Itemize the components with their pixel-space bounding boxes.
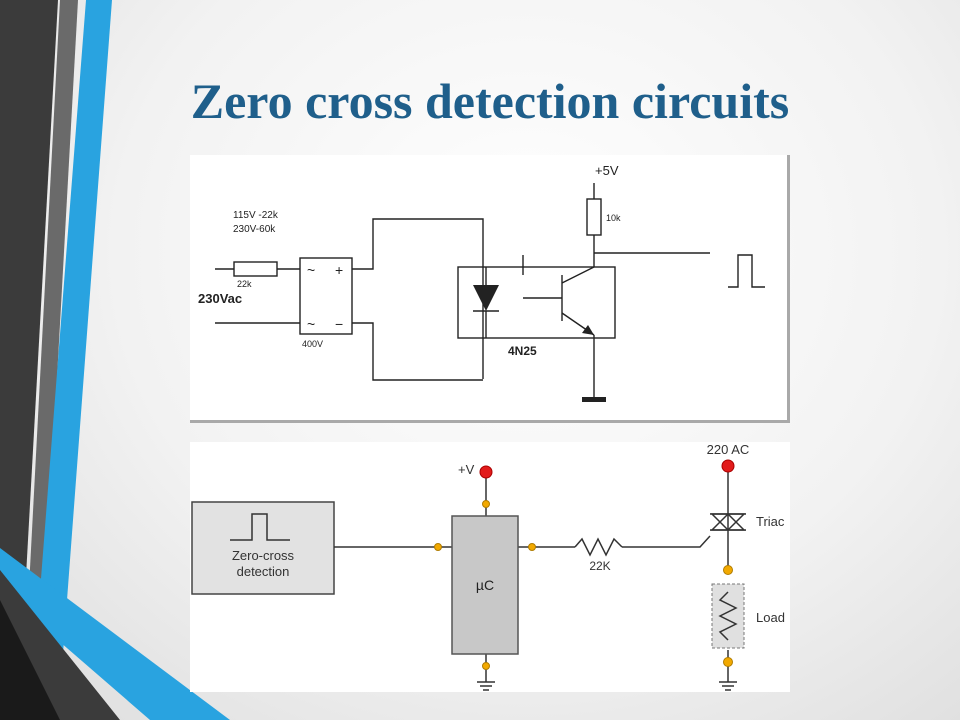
ac-supply-node [721, 459, 735, 473]
zero-cross-block [191, 501, 335, 595]
supply-label: +5V [595, 163, 619, 178]
load-block [711, 583, 745, 649]
load-label: Load [756, 610, 785, 625]
triac-circuit-panel: Zero-cross detection [190, 442, 790, 692]
bridge-plus-label: + [335, 262, 343, 278]
connection-node [528, 543, 536, 551]
connection-node [723, 565, 733, 575]
pullup-resistor-label: 10k [606, 213, 621, 223]
led-icon [473, 285, 499, 311]
bridge-rating-label: 400V [302, 339, 323, 349]
connection-node [723, 657, 733, 667]
optocoupler-circuit-diagram: +5V 10k 115V -22k 230V-60k 22k 230Vac ~ … [198, 163, 765, 402]
connection-node [482, 662, 490, 670]
triac-circuit-diagram: Zero-cross detection [191, 442, 785, 691]
slide-title: Zero cross detection circuits [190, 73, 790, 129]
connection-node [434, 543, 442, 551]
ground-icon [582, 397, 606, 402]
bridge-ac-symbol-bottom: ~ [307, 316, 315, 332]
optocoupler-label: 4N25 [508, 344, 537, 358]
resistor-note-line1: 115V -22k [233, 210, 279, 221]
ground-icon [719, 681, 737, 691]
microcontroller-label: µC [476, 577, 494, 593]
resistor-label: 22K [589, 559, 610, 573]
input-resistor-label: 22k [237, 279, 252, 289]
ground-icon [477, 681, 495, 691]
triac-label: Triac [756, 514, 785, 529]
zero-cross-label-line2: detection [237, 564, 290, 579]
bridge-ac-symbol-top: ~ [307, 262, 315, 278]
ac-supply-label: 220 AC [707, 442, 750, 457]
supply-node [479, 465, 493, 479]
triac-icon [710, 512, 746, 532]
bridge-minus-label: − [335, 316, 343, 332]
supply-label: +V [458, 462, 475, 477]
zero-cross-label-line1: Zero-cross [232, 548, 295, 563]
resistor-note-line2: 230V-60k [233, 224, 276, 235]
microcontroller-block [451, 515, 519, 655]
input-voltage-label: 230Vac [198, 291, 242, 306]
optocoupler-circuit-panel: +5V 10k 115V -22k 230V-60k 22k 230Vac ~ … [190, 155, 790, 423]
connection-node [482, 500, 490, 508]
